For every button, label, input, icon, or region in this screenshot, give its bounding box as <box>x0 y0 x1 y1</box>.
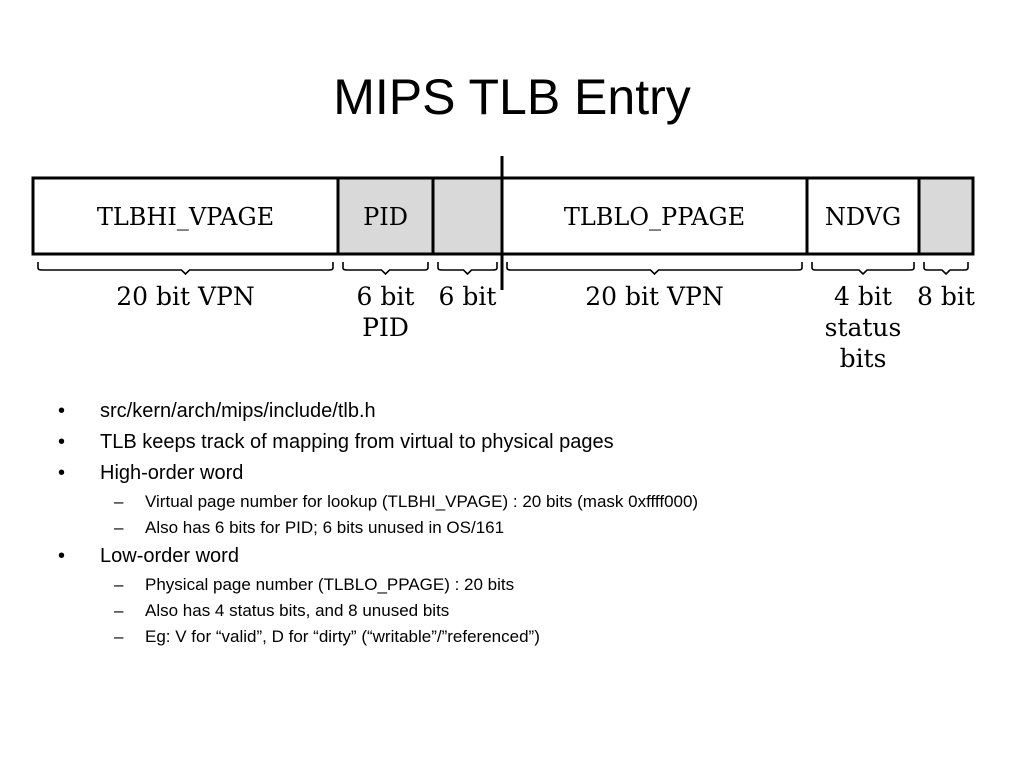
sub-bullet-text: Physical page number (TLBLO_PPAGE) : 20 … <box>145 575 515 594</box>
sub-bullet-item: – Virtual page number for lookup (TLBHI_V… <box>100 489 998 515</box>
field-label-tlblo-ppage: TLBLO_PPAGE <box>564 203 745 231</box>
bullet-dot-icon: • <box>58 545 66 567</box>
bullet-text: TLB keeps track of mapping from virtual … <box>100 431 614 453</box>
width-label-5-line-0: 8 bit <box>917 282 975 311</box>
sub-bullet-text: Also has 6 bits for PID; 6 bits unused i… <box>145 518 505 537</box>
tlb-entry-diagram: TLBHI_VPAGE PID TLBLO_PPAGE NDVG 20 bit VPN 6… <box>0 150 1024 390</box>
sub-bullet-list: – Virtual page number for lookup (TLBHI_V… <box>100 489 998 541</box>
width-label-4-line-1: status <box>825 313 902 342</box>
width-label-0-line-0: 20 bit VPN <box>116 282 255 311</box>
sub-bullet-text: Also has 4 status bits, and 8 unused bit… <box>145 601 450 620</box>
field-label-ndvg: NDVG <box>825 203 901 231</box>
width-label-4-line-0: 4 bit <box>834 282 892 311</box>
width-brace-3 <box>506 262 803 276</box>
slide-title: MIPS TLB Entry <box>333 69 691 125</box>
bullet-dot-icon: • <box>58 431 66 453</box>
bullet-text: High-order word <box>100 462 244 484</box>
width-label-3-line-0: 20 bit VPN <box>585 282 724 311</box>
bullet-dot-icon: • <box>58 462 66 484</box>
sub-bullet-item: – Physical page number (TLBLO_PPAGE) : 20… <box>100 572 998 598</box>
sub-bullet-text: Virtual page number for lookup (TLBHI_VP… <box>145 492 699 511</box>
bullet-item: • Low-order word – Physical page number (TL… <box>58 541 998 650</box>
field-label-pid: PID <box>363 203 408 231</box>
dash-icon: – <box>114 518 124 537</box>
width-brace-4 <box>811 262 915 276</box>
bullet-dot-icon: • <box>58 400 66 422</box>
bullet-text: src/kern/arch/mips/include/tlb.h <box>100 400 376 422</box>
sub-bullet-item: – Also has 6 bits for PID; 6 bits unused … <box>100 515 998 541</box>
width-label-1-line-0: 6 bit <box>357 282 415 311</box>
bullet-item: • High-order word – Virtual page number for… <box>58 458 998 541</box>
dash-icon: – <box>114 492 124 511</box>
width-label-2-line-0: 6 bit <box>439 282 497 311</box>
width-brace-5 <box>923 262 969 276</box>
field-box-tlblo-ppage <box>500 176 809 256</box>
field-box-tlbhi-vpage <box>31 176 340 256</box>
bullet-list: • src/kern/arch/mips/include/tlb.h • TLB ke… <box>58 396 998 650</box>
bullet-text: Low-order word <box>100 545 239 567</box>
dash-icon: – <box>114 575 124 594</box>
field-label-tlbhi-vpage: TLBHI_VPAGE <box>97 203 274 231</box>
width-brace-1 <box>342 262 429 276</box>
sub-bullet-text: Eg: V for “valid”, D for “dirty” (“writa… <box>145 627 540 646</box>
bullet-item: • TLB keeps track of mapping from virtual… <box>58 427 998 458</box>
width-label-1-line-1: PID <box>362 313 409 342</box>
width-label-4-line-2: bits <box>840 344 887 373</box>
dash-icon: – <box>114 627 124 646</box>
field-box-unused-2 <box>431 176 504 256</box>
tlb-entry-svg: TLBHI_VPAGE PID TLBLO_PPAGE NDVG 20 bit VPN 6… <box>31 156 975 373</box>
dash-icon: – <box>114 601 124 620</box>
width-brace-0 <box>37 262 334 276</box>
sub-bullet-item: – Also has 4 status bits, and 8 unused bi… <box>100 598 998 624</box>
width-brace-2 <box>437 262 498 276</box>
sub-bullet-item: – Eg: V for “valid”, D for “dirty” (“writ… <box>100 624 998 650</box>
field-box-pid <box>336 176 435 256</box>
bullet-item: • src/kern/arch/mips/include/tlb.h <box>58 396 998 427</box>
field-box-unused-5 <box>917 176 975 256</box>
sub-bullet-list: – Physical page number (TLBLO_PPAGE) : 20… <box>100 572 998 650</box>
